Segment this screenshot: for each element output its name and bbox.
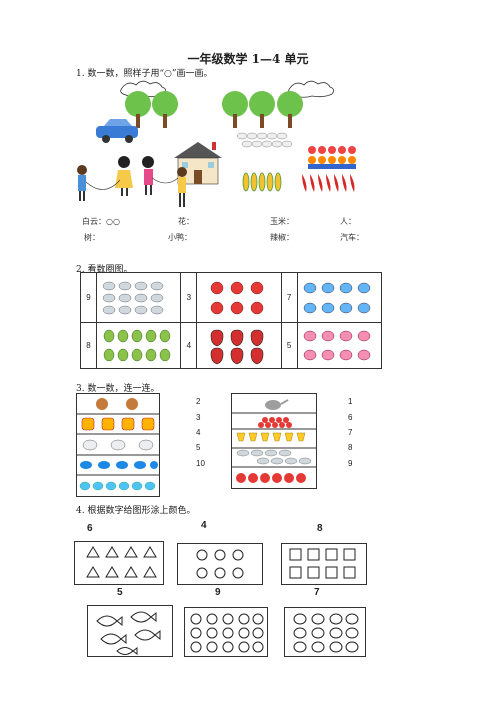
strawberry-icon <box>211 329 264 364</box>
person-icon <box>115 156 133 196</box>
tree-icon <box>222 91 248 128</box>
q2-number: 4 <box>180 322 198 369</box>
q2-number: 3 <box>180 272 198 323</box>
apple-icon <box>190 613 264 653</box>
q3-left-number: 5 <box>196 443 201 452</box>
q4-bug-box[interactable] <box>284 607 366 657</box>
q3-left-number: 3 <box>196 413 201 422</box>
q2-image-cell <box>296 272 383 323</box>
q4-circle-box[interactable] <box>177 543 263 585</box>
q3-left-number: 10 <box>196 459 205 468</box>
q3-right-number: 1 <box>348 397 353 406</box>
q3-right-number: 9 <box>348 459 353 468</box>
apple-icon <box>211 281 264 314</box>
teapot-icon <box>265 399 289 410</box>
question-1-prompt: 1. 数一数，照样子用“○”画一画。 <box>76 69 213 79</box>
q3-left-picture-panel <box>76 393 160 497</box>
q2-image-cell <box>95 272 182 323</box>
question-4-prompt: 4. 根据数字给图形涂上颜色。 <box>76 506 196 516</box>
tree-icon <box>277 91 303 128</box>
bird-icon <box>80 461 158 469</box>
q1-label-peppers: 辣椒： <box>270 233 294 242</box>
tree-icon <box>125 91 151 128</box>
fish-icon <box>96 611 161 655</box>
q4-triangle-box[interactable] <box>74 541 164 585</box>
tree-icon <box>249 91 275 128</box>
person-icon <box>142 156 154 195</box>
q4-number: 5 <box>117 587 123 598</box>
q4-apple-box[interactable] <box>184 607 268 657</box>
question-3-prompt: 3. 数一数，连一连。 <box>76 384 160 394</box>
q1-label-cars: 汽车： <box>340 233 364 242</box>
flower-icon <box>308 146 356 169</box>
goose-icon <box>82 439 154 451</box>
q3-right-picture-panel <box>231 393 317 489</box>
car-icon <box>96 119 138 143</box>
fish-icon <box>79 481 156 491</box>
apple-icon <box>236 473 306 483</box>
q1-label-trees: 树： <box>84 233 100 242</box>
q1-label-flowers: 花： <box>178 217 194 226</box>
page-title: 一年级数学 1—4 单元 <box>187 52 309 66</box>
q3-right-number: 8 <box>348 443 353 452</box>
q1-label-people: 人： <box>340 217 356 226</box>
question-2-prompt: 2. 看数圈图。 <box>76 265 133 275</box>
tomato-stack-icon <box>258 417 292 428</box>
q2-number: 9 <box>80 272 97 323</box>
q2-image-cell <box>196 272 282 323</box>
pepper-icon <box>302 174 355 192</box>
q2-number: 7 <box>280 272 298 323</box>
q2-image-cell <box>196 322 282 369</box>
q4-number: 9 <box>215 587 221 598</box>
pinkbird-icon <box>303 330 370 360</box>
q4-number: 7 <box>314 587 320 598</box>
mask-icon <box>81 417 155 431</box>
q4-fish-box[interactable] <box>87 605 173 657</box>
q1-scene <box>77 80 356 207</box>
person-icon <box>177 167 187 207</box>
q2-number: 8 <box>80 322 97 369</box>
q4-number: 6 <box>87 523 93 534</box>
bird-icon <box>102 281 164 314</box>
q2-number: 5 <box>280 322 298 369</box>
q1-label-ducks: 小鸭： <box>168 233 192 242</box>
q3-left-number: 2 <box>196 397 201 406</box>
corn-icon <box>242 172 282 192</box>
monkey-icon <box>96 398 138 410</box>
q1-label-corn: 玉米： <box>270 217 294 226</box>
q3-right-number: 7 <box>348 428 353 437</box>
q2-image-cell <box>296 322 383 369</box>
q4-square-box[interactable] <box>281 543 367 585</box>
person-icon <box>77 165 87 201</box>
q3-right-number: 6 <box>348 413 353 422</box>
fish-icon <box>236 449 312 465</box>
cloud-icon <box>120 80 166 98</box>
q4-number: 8 <box>317 523 323 534</box>
tree-icon <box>152 91 178 128</box>
q2-table: 9 3 7 <box>80 272 383 369</box>
bluebird-icon <box>303 282 370 313</box>
q4-number: 4 <box>201 520 207 531</box>
q2-image-cell <box>95 322 182 369</box>
q3-left-number: 4 <box>196 428 201 437</box>
parrot-icon <box>103 329 171 361</box>
duck-icon <box>236 132 293 148</box>
cup-icon <box>236 432 306 442</box>
q1-label-clouds: 白云：○○ <box>82 217 120 226</box>
bug-icon <box>293 613 359 653</box>
